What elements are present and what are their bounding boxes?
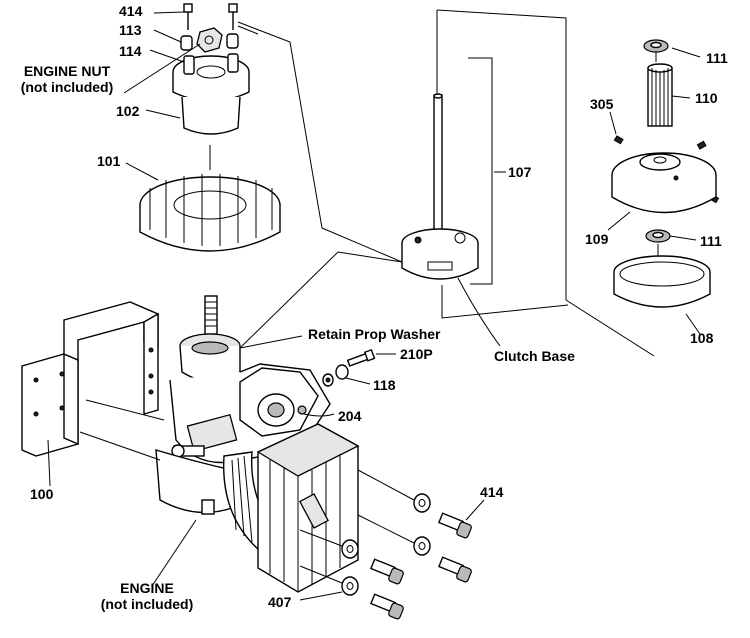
leader-lines (47, 11, 701, 601)
label-clutch-base: Clutch Base (494, 348, 575, 364)
label-414-bottom: 414 (480, 484, 504, 500)
engine-nut-title: ENGINE NUT (23, 63, 111, 79)
label-210p: 210P (400, 346, 433, 362)
engine-body (155, 295, 360, 593)
mount-100 (21, 301, 159, 457)
screw-204 (297, 405, 307, 415)
label-100: 100 (30, 486, 54, 502)
ring-108 (613, 255, 711, 308)
label-102: 102 (116, 103, 140, 119)
engine-title: ENGINE (120, 580, 174, 596)
label-109: 109 (585, 231, 609, 247)
label-111-bottom: 111 (700, 233, 722, 249)
washers-bolts (341, 493, 472, 620)
label-114: 114 (119, 43, 142, 59)
bearing-111-top (643, 39, 669, 53)
label-407: 407 (268, 594, 292, 610)
pinion-110 (647, 63, 673, 127)
assembly-lines (79, 9, 659, 584)
engine-nut (196, 27, 223, 53)
label-118: 118 (373, 377, 396, 393)
bearing-111-bottom (645, 229, 671, 243)
label-101: 101 (97, 153, 121, 169)
engine-note: (not included) (100, 596, 194, 612)
clutch-bell-109 (611, 152, 717, 214)
screw-210p (346, 348, 376, 367)
collar-102 (172, 53, 250, 135)
label-110: 110 (695, 90, 718, 106)
label-204: 204 (338, 408, 362, 424)
label-107: 107 (508, 164, 532, 180)
fan-101 (139, 145, 281, 252)
spacers-113 (180, 33, 239, 51)
engine-nut-note: (not included) (20, 79, 114, 95)
label-111-top: 111 (706, 50, 728, 66)
washer-118 (322, 364, 349, 387)
label-retain-prop-washer: Retain Prop Washer (308, 326, 441, 342)
label-414-top: 414 (119, 3, 143, 19)
label-engine-nut: ENGINE NUT (not included) (6, 63, 128, 95)
label-305: 305 (590, 96, 614, 112)
clutch-base-107 (401, 93, 479, 280)
top-bolts-414 (183, 3, 238, 30)
label-engine: ENGINE (not included) (82, 580, 212, 612)
label-108: 108 (690, 330, 714, 346)
label-113: 113 (119, 22, 142, 38)
